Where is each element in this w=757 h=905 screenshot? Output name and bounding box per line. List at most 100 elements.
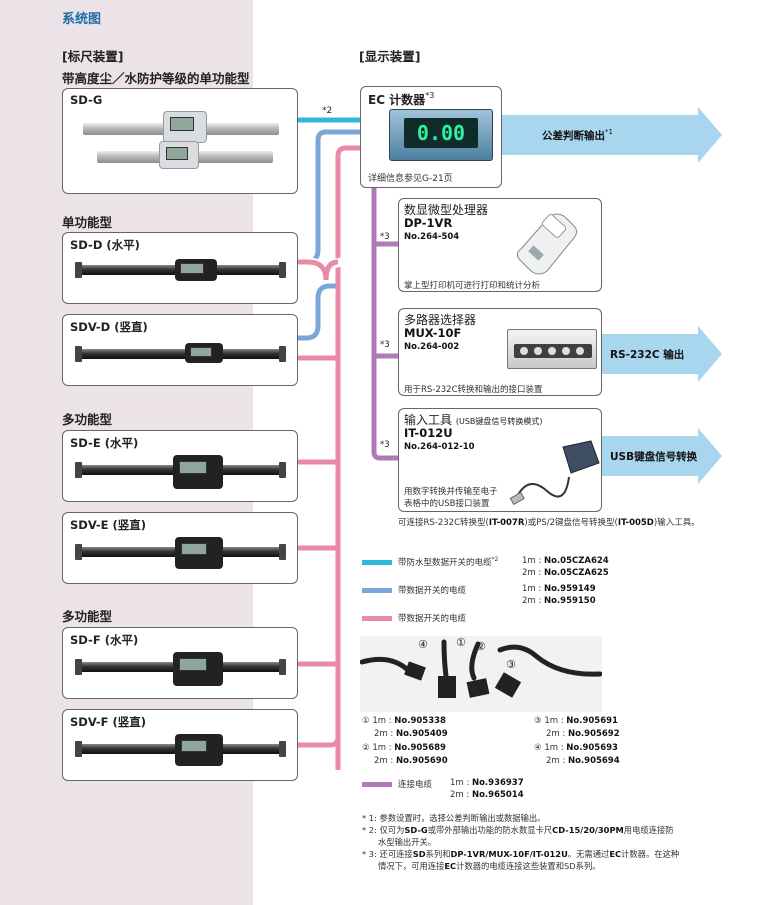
legend-label: 带数据开关的电缆 bbox=[398, 614, 467, 624]
scale-name: SDV-F bbox=[70, 715, 109, 729]
scale-name: SD-D bbox=[70, 238, 103, 252]
connector-part-no: No.905694 bbox=[567, 756, 620, 766]
legend-swatch-purple bbox=[362, 782, 392, 787]
connector-part-no: No.905690 bbox=[395, 756, 448, 766]
scale-head bbox=[163, 111, 207, 143]
device-number: No.264-504 bbox=[404, 232, 460, 242]
device-description-line2: 表格中的USB接口装置 bbox=[404, 499, 490, 509]
connector-photo: ④ ① ② ③ bbox=[360, 636, 602, 712]
legend-part-no: No.959149 bbox=[543, 584, 596, 594]
group-label-multi: 多功能型 bbox=[62, 412, 113, 427]
connector-part-no: No.905338 bbox=[394, 716, 446, 726]
device-description: 用于RS-232C转换和输出的接口装置 bbox=[404, 385, 543, 395]
connector-photo-label: ④ bbox=[418, 638, 428, 651]
scale-box-sd-e: SD-E (水平) bbox=[62, 430, 298, 502]
scale-head bbox=[173, 652, 223, 686]
ec-counter-box: EC 计数器*3 0.00 详细信息参见G-21页 bbox=[360, 86, 502, 188]
device-mode: (USB键盘信号转换模式) bbox=[455, 417, 543, 426]
legend-swatch-cyan bbox=[362, 560, 392, 565]
connector-part-no: No.905689 bbox=[394, 743, 446, 753]
footnote-2: * 2: 仅可为SD-G或带外部输出功能的防水数显卡尺CD-15/20/30PM… bbox=[362, 825, 674, 835]
rs232c-output-arrow bbox=[602, 334, 698, 374]
device-description: 掌上型打印机可进行打印和统计分析 bbox=[404, 281, 541, 291]
scale-orientation: (水平) bbox=[104, 436, 139, 450]
device-number: No.264-012-10 bbox=[404, 442, 475, 452]
connect-cable-part-no: No.936937 bbox=[471, 778, 524, 788]
scale-box-sd-d: SD-D (水平) bbox=[62, 232, 298, 304]
device-description-line1: 用数字转换并传输至电子 bbox=[404, 487, 498, 497]
connector-part-no: No.905691 bbox=[566, 716, 618, 726]
device-mark: *3 bbox=[380, 440, 390, 450]
tolerance-output-arrow bbox=[502, 115, 698, 155]
device-model: MUX-10F bbox=[404, 326, 462, 340]
scale-name: SD-E bbox=[70, 436, 101, 450]
scale-devices-header: [标尺装置] bbox=[62, 49, 124, 64]
legend-label: 带数据开关的电缆 bbox=[398, 586, 467, 596]
connector-photo-label: ③ bbox=[506, 658, 516, 671]
scale-head bbox=[185, 343, 223, 363]
scale-name: SD-F bbox=[70, 633, 101, 647]
device-name: 数显微型处理器 bbox=[404, 203, 489, 217]
scale-head bbox=[159, 141, 199, 169]
legend-swatch-blue bbox=[362, 588, 392, 593]
arrowhead-2 bbox=[698, 326, 722, 382]
connect-cable-part-no: No.965014 bbox=[471, 790, 524, 800]
cable-note-2: *2 bbox=[322, 106, 333, 116]
arrowhead-1 bbox=[698, 107, 722, 163]
connector-drawing bbox=[360, 639, 602, 698]
scale-head bbox=[175, 537, 223, 569]
scale-head bbox=[175, 259, 217, 281]
usb-adapter-icon bbox=[509, 440, 600, 506]
printer-icon bbox=[516, 213, 578, 275]
device-mark: *3 bbox=[380, 340, 390, 350]
device-model: DP-1VR bbox=[404, 216, 453, 230]
scale-box-sdv-f: SDV-F (竖直) bbox=[62, 709, 298, 781]
ec-counter-display: 0.00 bbox=[404, 118, 478, 148]
scale-devices-subheader: 带高度尘／水防护等级的单功能型 bbox=[62, 71, 250, 86]
connector-photo-label: ① bbox=[456, 636, 466, 649]
device-name: 多路器选择器 bbox=[404, 313, 477, 327]
rs232c-output-label: RS-232C 输出 bbox=[610, 349, 685, 361]
device-model: IT-012U bbox=[404, 426, 453, 440]
scale-orientation: (竖直) bbox=[112, 715, 147, 729]
scale-box-sd-g: SD-G bbox=[62, 88, 298, 194]
ec-counter-note-mark: *3 bbox=[425, 91, 435, 100]
device-name: 输入工具 bbox=[404, 413, 453, 427]
footnote-3-line2: 情况下，可用连接EC计数器的电缆连接这些装置和SD系列。 bbox=[378, 861, 601, 871]
scale-name: SDV-D bbox=[70, 320, 111, 334]
device-number: No.264-002 bbox=[404, 342, 460, 352]
device-box-dp-1vr: 数显微型处理器 DP-1VR No.264-504 掌上型打印机可进行打印和统计… bbox=[398, 198, 602, 292]
legend-part-no: No.05CZA624 bbox=[543, 556, 609, 566]
display-devices-header: [显示装置] bbox=[359, 49, 421, 64]
multiplexer-icon bbox=[507, 329, 597, 369]
group-label-multi-2: 多功能型 bbox=[62, 609, 113, 624]
tolerance-output-note: *1 bbox=[605, 128, 613, 136]
legend-label: 带防水型数据开关的电缆 bbox=[398, 558, 492, 568]
group-label-single: 单功能型 bbox=[62, 215, 113, 230]
device-box-it-012u: 输入工具 (USB键盘信号转换模式) IT-012U No.264-012-10… bbox=[398, 408, 602, 512]
scale-box-sd-f: SD-F (水平) bbox=[62, 627, 298, 699]
legend-part-no: No.05CZA625 bbox=[543, 568, 609, 578]
legend-swatch-pink bbox=[362, 616, 392, 621]
device-box-mux-10f: 多路器选择器 MUX-10F No.264-002 用于RS-232C转换和输出… bbox=[398, 308, 602, 396]
ec-counter-title: EC 计数器 bbox=[368, 93, 426, 107]
connect-cable-label: 连接电缆 bbox=[398, 780, 433, 790]
scale-head bbox=[175, 734, 223, 766]
connector-photo-label: ② bbox=[476, 640, 486, 653]
ec-counter-note: 详细信息参见G-21页 bbox=[368, 174, 453, 184]
scale-orientation: (水平) bbox=[104, 633, 139, 647]
scale-box-sdv-d: SDV-D (竖直) bbox=[62, 314, 298, 386]
connector-part-no: No.905409 bbox=[395, 729, 448, 739]
scale-name: SD-G bbox=[70, 93, 103, 107]
arrowhead-3 bbox=[698, 428, 722, 484]
scale-orientation: (水平) bbox=[106, 238, 140, 252]
device-mark: *3 bbox=[380, 232, 390, 242]
input-tool-note: 可连接RS-232C转换型(IT-007R)或PS/2键盘信号转换型(IT-00… bbox=[398, 518, 700, 528]
scale-head bbox=[173, 455, 223, 489]
footnote-3: * 3: 还可连接SD系列和DP-1VR/MUX-10F/IT-012U。无需通… bbox=[362, 849, 680, 859]
section-title: 系统图 bbox=[62, 12, 102, 27]
scale-orientation: (竖直) bbox=[112, 518, 147, 532]
connector-part-no: No.905693 bbox=[566, 743, 618, 753]
footnote-2-line2: 水型输出开关。 bbox=[378, 837, 437, 847]
